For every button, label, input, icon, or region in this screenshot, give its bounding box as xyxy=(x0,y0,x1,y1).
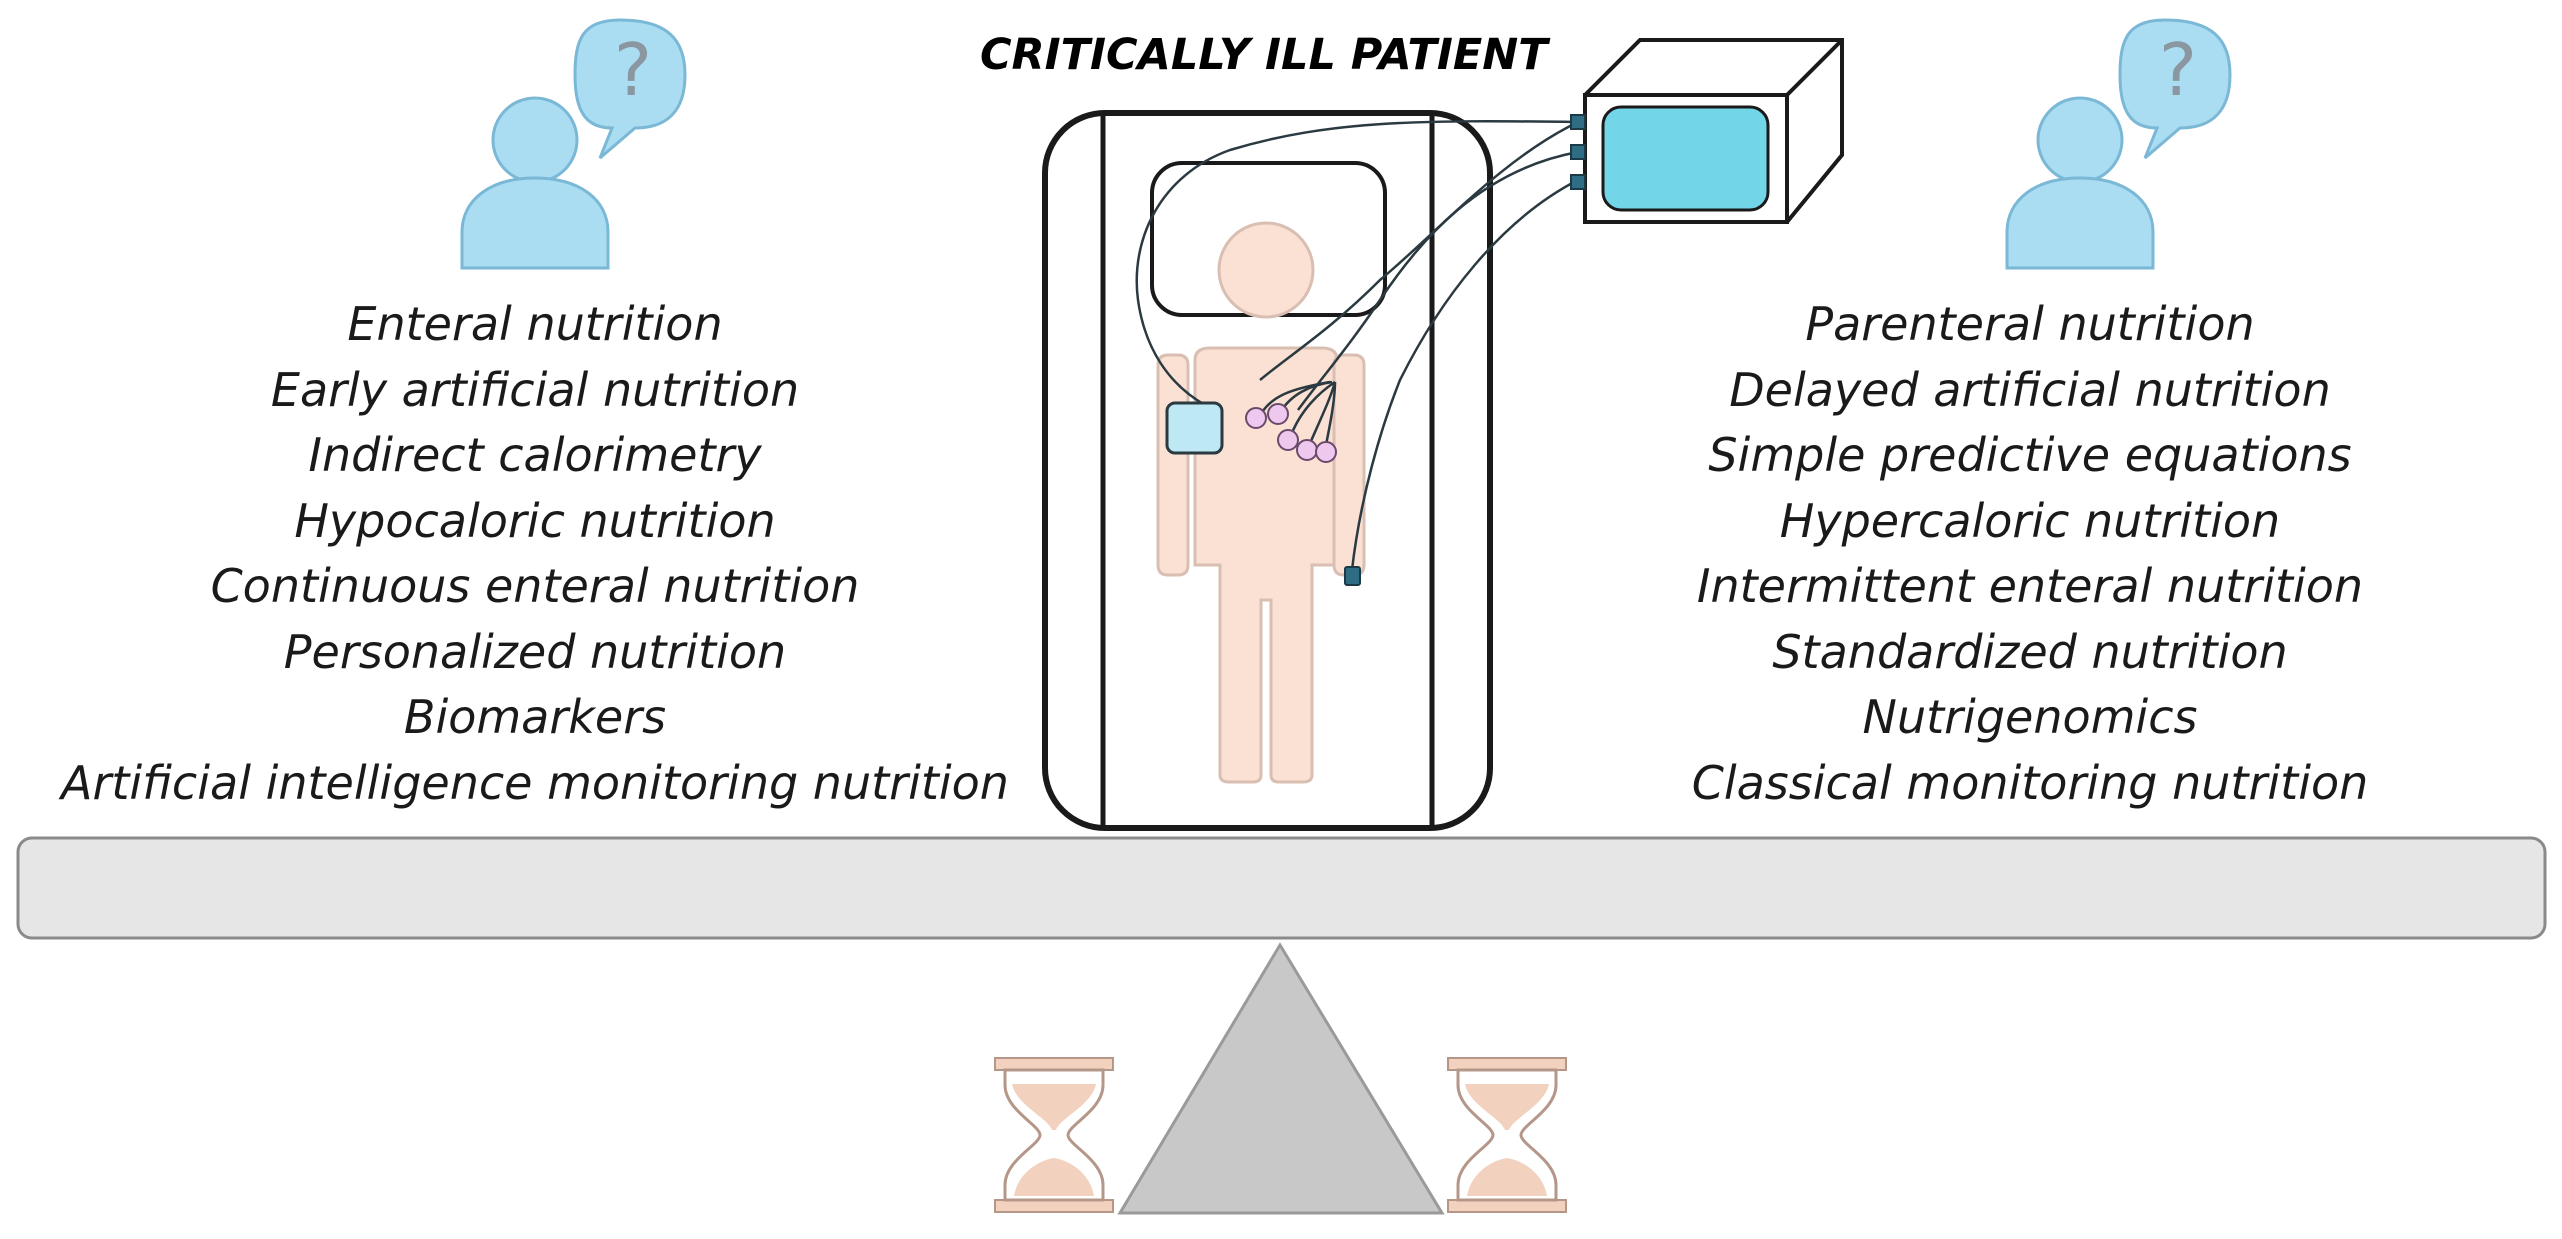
diagram-title: CRITICALLY ILL PATIENT xyxy=(980,30,1548,80)
left-item: Artificial intelligence monitoring nutri… xyxy=(61,755,1009,810)
right-item: Nutrigenomics xyxy=(1862,690,2198,744)
right-item: Delayed artificial nutrition xyxy=(1729,362,2331,417)
fulcrum-triangle xyxy=(1117,942,1445,1215)
right-hourglass-icon xyxy=(1447,1057,1567,1213)
wrist-device xyxy=(1165,401,1224,455)
left-item: Biomarkers xyxy=(403,690,667,744)
finger-clip xyxy=(1344,566,1361,586)
left-item: Hypocaloric nutrition xyxy=(294,493,776,548)
left-item: Enteral nutrition xyxy=(347,297,723,351)
right-options-list: Parenteral nutrition Delayed artificial … xyxy=(1640,292,2420,816)
ecg-electrodes xyxy=(1245,380,1337,463)
left-item: Continuous enteral nutrition xyxy=(210,559,860,613)
balance-beam xyxy=(16,836,2547,940)
left-options-list: Enteral nutrition Early artificial nutri… xyxy=(20,292,1050,816)
right-person-question-icon: ? xyxy=(2005,18,2232,270)
right-item: Intermittent enteral nutrition xyxy=(1696,559,2364,613)
left-item: Indirect calorimetry xyxy=(308,428,762,482)
right-item: Parenteral nutrition xyxy=(1805,297,2255,351)
left-person-question-icon: ? xyxy=(460,18,687,270)
right-item: Classical monitoring nutrition xyxy=(1691,755,2369,810)
monitor-icon xyxy=(1570,38,1844,224)
right-item: Hypercaloric nutrition xyxy=(1779,493,2281,548)
svg-text:?: ? xyxy=(2159,28,2197,112)
svg-text:?: ? xyxy=(614,28,652,112)
left-item: Early artificial nutrition xyxy=(270,362,800,417)
right-item: Standardized nutrition xyxy=(1772,624,2288,679)
left-item: Personalized nutrition xyxy=(283,624,787,679)
monitor-wires xyxy=(1135,120,1579,571)
right-item: Simple predictive equations xyxy=(1708,428,2352,482)
left-hourglass-icon xyxy=(994,1057,1114,1213)
